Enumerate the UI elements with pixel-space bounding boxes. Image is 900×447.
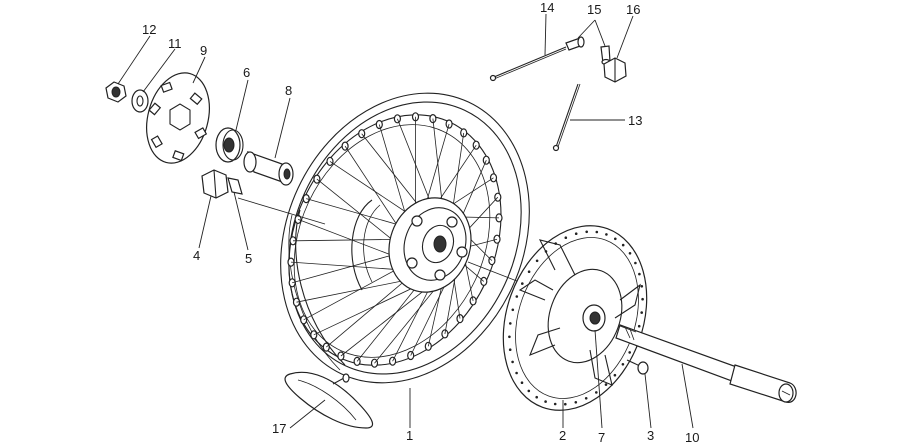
- disc-hole: [595, 230, 599, 234]
- callout-labels: 12 11 9 6 8 4 5 14 15 16 13 17 1 2 7 3 1…: [142, 0, 699, 445]
- callout-7: 7: [598, 430, 605, 445]
- callout-17: 17: [272, 421, 286, 436]
- callout-6: 6: [243, 65, 250, 80]
- disc-hole: [527, 270, 531, 274]
- disc-vent-holes: [508, 230, 644, 406]
- disc-hole: [638, 272, 641, 276]
- callout-9: 9: [200, 43, 207, 58]
- leader-lines: [117, 13, 694, 429]
- valve-guard-17: [284, 371, 374, 429]
- disc-hole: [564, 236, 568, 239]
- bearing-6: [215, 127, 244, 163]
- disc-hole: [515, 295, 519, 298]
- disc-hole: [621, 243, 625, 247]
- spacer-ring: [582, 304, 606, 332]
- disc-hole: [574, 232, 578, 235]
- disc-hole: [520, 381, 524, 385]
- callout-5: 5: [245, 251, 252, 266]
- clip-5: [227, 177, 243, 195]
- callout-4: 4: [193, 248, 200, 263]
- disc-hole: [628, 252, 632, 255]
- disc-hole: [595, 391, 598, 394]
- callout-16: 16: [626, 2, 640, 17]
- disc-hole: [641, 297, 644, 301]
- disc-hole: [521, 282, 524, 285]
- bracket-4: [201, 169, 229, 199]
- disc-hole: [640, 285, 644, 288]
- disc-hole: [544, 400, 547, 403]
- cover-plate-9: [146, 72, 210, 164]
- callout-10: 10: [685, 430, 699, 445]
- nut-16: [603, 57, 627, 83]
- disc-hole: [508, 348, 512, 352]
- disc-hole: [508, 335, 511, 339]
- callout-13: 13: [628, 113, 642, 128]
- disc-hole: [515, 371, 518, 375]
- disc-hole: [564, 402, 567, 406]
- disc-hole: [613, 373, 617, 377]
- disc-hole: [637, 324, 641, 328]
- disc-hole: [535, 259, 539, 263]
- callout-3: 3: [647, 428, 654, 443]
- spoke-line: [329, 161, 419, 221]
- disc-hole: [511, 360, 514, 364]
- callout-8: 8: [285, 83, 292, 98]
- disc-hole: [604, 383, 608, 386]
- spoke-nipples: [287, 112, 503, 368]
- callout-2: 2: [559, 428, 566, 443]
- callout-15: 15: [587, 2, 601, 17]
- disc-hole: [511, 308, 515, 312]
- wheel-axle: [615, 324, 797, 403]
- callout-14: 14: [540, 0, 554, 15]
- disc-screw: [626, 359, 649, 375]
- callout-11: 11: [168, 36, 182, 51]
- disc-hole: [509, 322, 512, 325]
- disc-hole: [634, 261, 637, 265]
- spoked-wheel-rim: [237, 92, 541, 384]
- spoke-14: [489, 46, 567, 82]
- spoke-nipple-15a: [565, 36, 585, 51]
- washer-11: [131, 89, 149, 113]
- disc-hole: [553, 402, 557, 406]
- callout-1: 1: [406, 428, 413, 443]
- disc-hole: [585, 230, 588, 234]
- spoke-13: [552, 83, 581, 152]
- disc-hole: [535, 395, 538, 399]
- nut-12: [105, 81, 127, 103]
- callout-12: 12: [142, 22, 156, 37]
- disc-hole: [605, 233, 608, 236]
- disc-hole: [527, 389, 531, 393]
- disc-hole: [584, 397, 588, 400]
- disc-hole: [640, 311, 643, 314]
- disc-hole: [614, 237, 617, 241]
- disc-hole: [574, 401, 578, 404]
- brake-disc: [502, 225, 648, 411]
- disc-hole: [628, 351, 631, 354]
- spoke-line: [432, 118, 444, 214]
- disc-hole: [621, 363, 625, 366]
- spacer-tube-8: [243, 151, 294, 186]
- wheel-hub: [351, 197, 472, 293]
